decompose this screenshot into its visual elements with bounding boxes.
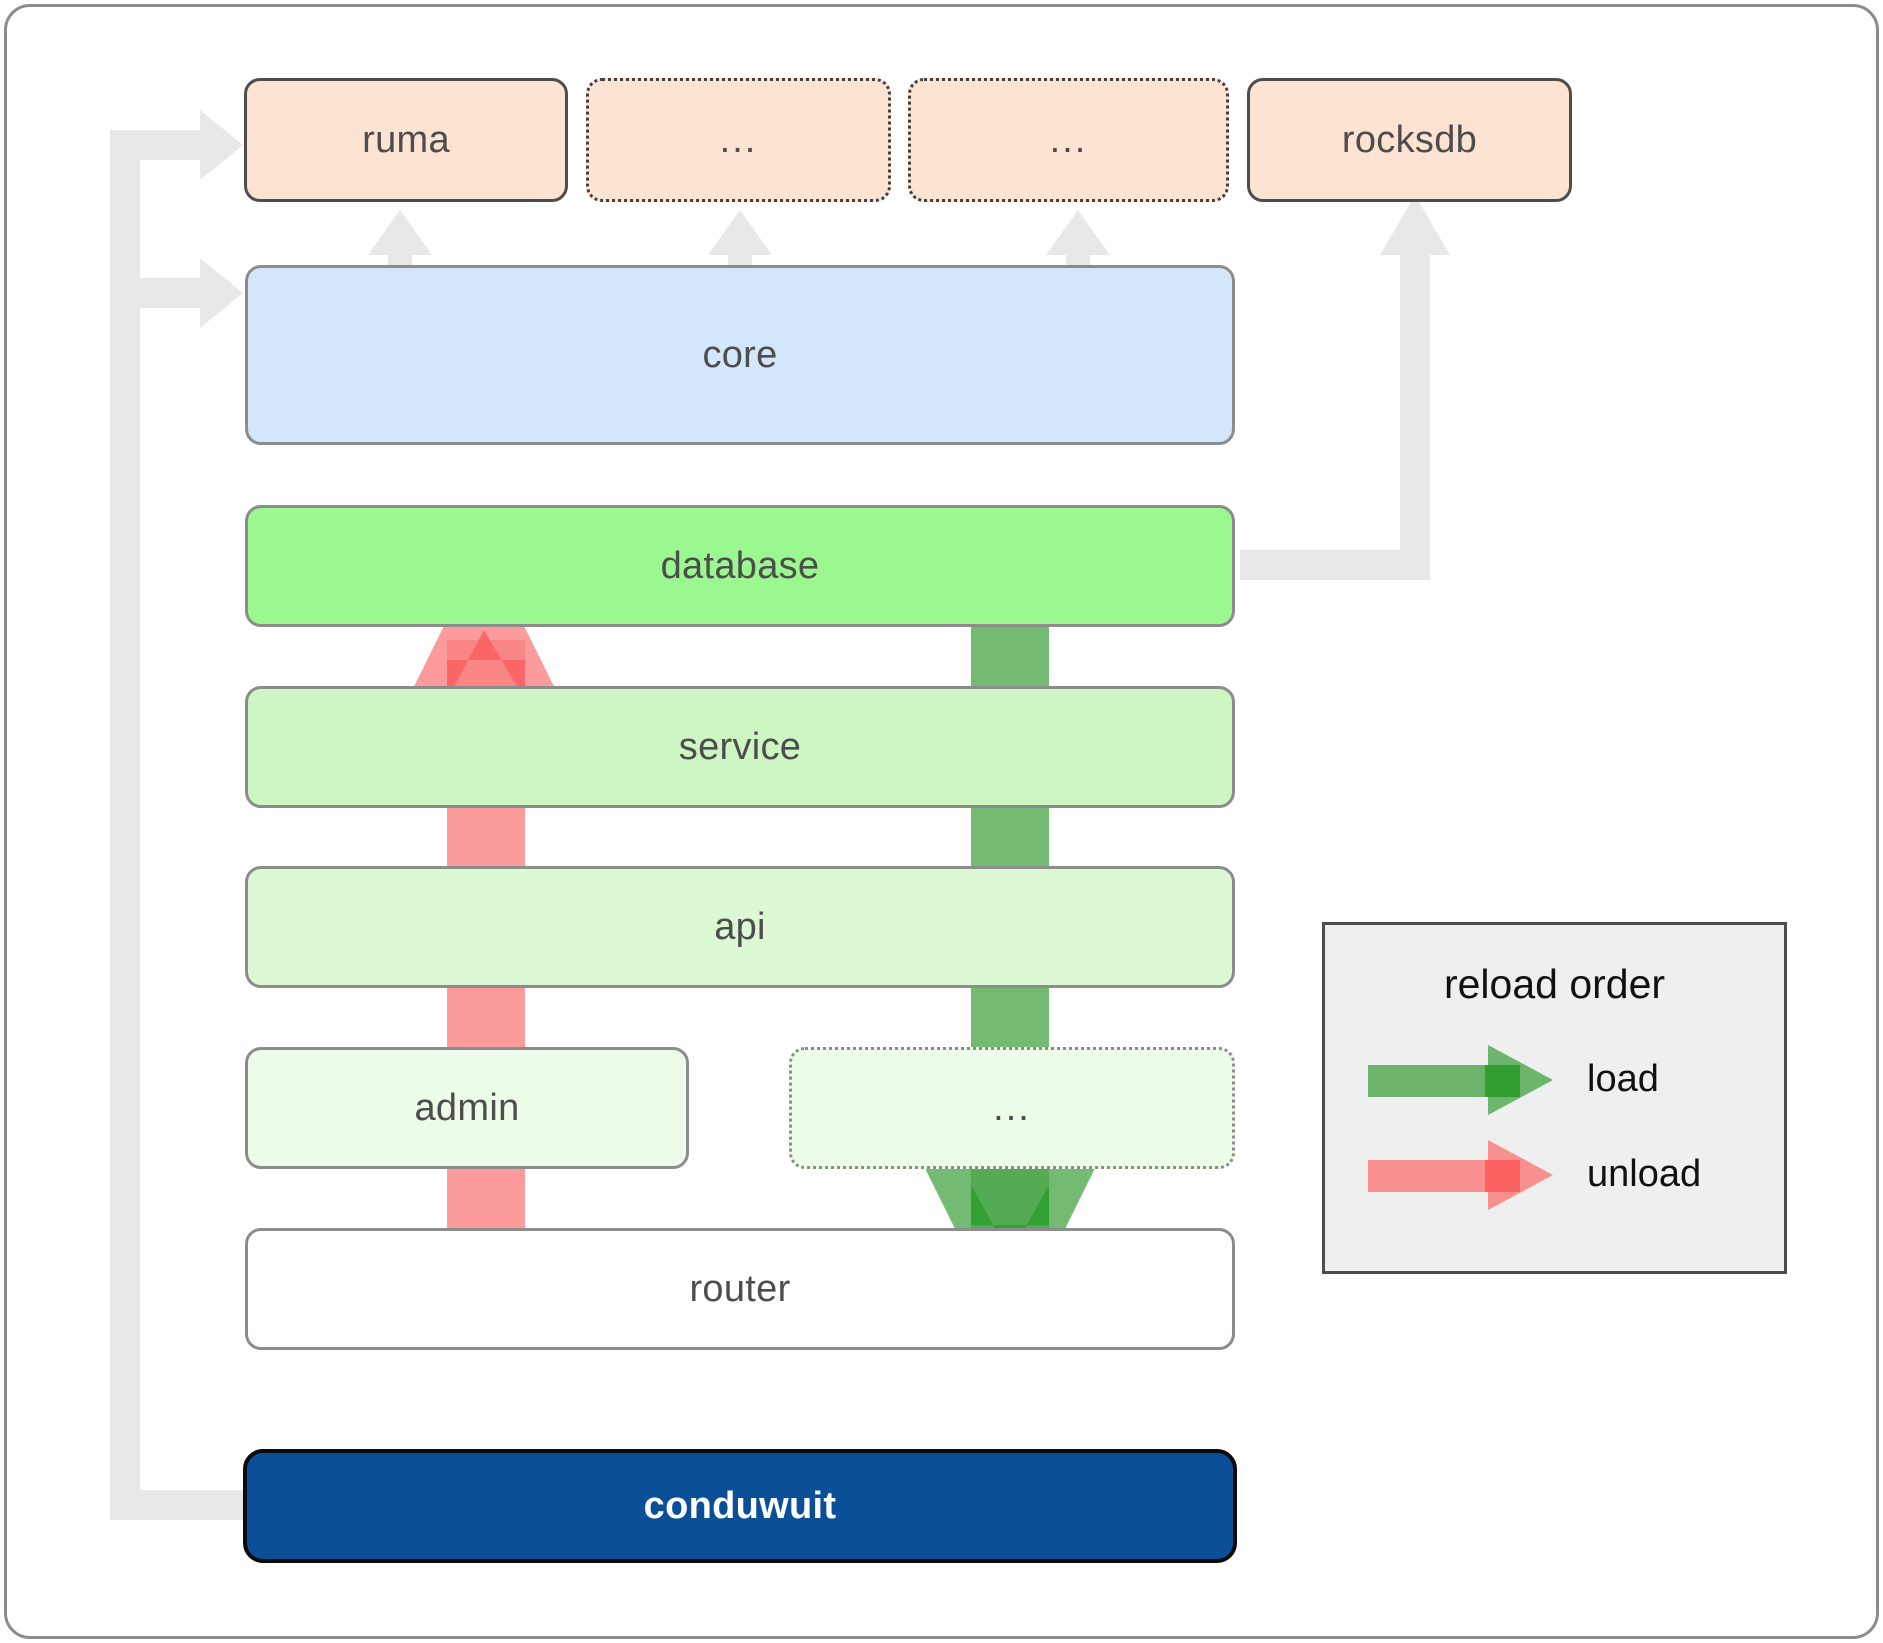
legend-arrow-load xyxy=(1368,1045,1553,1115)
layer-label-database: database xyxy=(660,544,820,587)
core-label: core xyxy=(702,333,778,376)
app-box-conduwuit[interactable]: conduwuit xyxy=(243,1449,1237,1563)
core-box[interactable]: core xyxy=(245,265,1235,445)
layer-label-ellipsis: ... xyxy=(993,1086,1031,1129)
legend-arrows xyxy=(1368,1045,1553,1210)
dependency-label-3: ... xyxy=(1049,118,1088,161)
layer-box-service[interactable]: service xyxy=(245,686,1235,808)
dependency-box-2[interactable]: ... xyxy=(586,78,891,202)
layer-label-api: api xyxy=(714,905,766,948)
app-label-conduwuit: conduwuit xyxy=(643,1484,837,1527)
dependency-label-rocksdb: rocksdb xyxy=(1341,118,1478,161)
layer-box-ellipsis[interactable]: ... xyxy=(789,1047,1235,1169)
dependency-label-ruma: ruma xyxy=(362,118,450,161)
layer-box-admin[interactable]: admin xyxy=(245,1047,689,1169)
dependency-label-2: ... xyxy=(719,118,758,161)
dependency-box-ruma[interactable]: ruma xyxy=(244,78,568,202)
layer-box-router[interactable]: router xyxy=(245,1228,1235,1350)
legend-panel: reload order load unload xyxy=(1322,922,1787,1274)
layer-label-router: router xyxy=(689,1267,791,1310)
dependency-box-rocksdb[interactable]: rocksdb xyxy=(1247,78,1572,202)
dependency-box-3[interactable]: ... xyxy=(908,78,1229,202)
layer-box-database[interactable]: database xyxy=(245,505,1235,627)
legend-arrow-unload xyxy=(1368,1140,1553,1210)
layer-label-service: service xyxy=(678,725,802,768)
legend-title: reload order xyxy=(1443,961,1666,1007)
legend-label-unload: unload xyxy=(1587,1153,1702,1195)
layer-box-api[interactable]: api xyxy=(245,866,1235,988)
diagram-frame xyxy=(4,4,1879,1639)
layer-label-admin: admin xyxy=(414,1086,520,1129)
legend-label-load: load xyxy=(1587,1058,1659,1100)
